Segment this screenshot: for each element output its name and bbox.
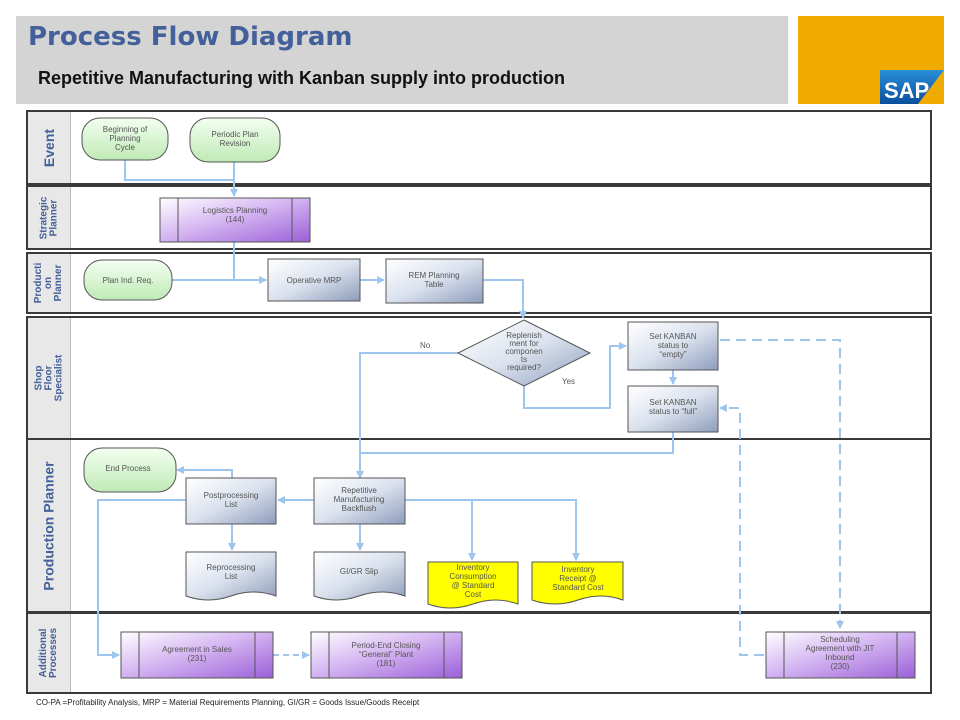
svg-text:Operative MRP: Operative MRP [287,276,342,285]
footnote: CO-PA =Profitability Analysis, MRP = Mat… [36,698,420,707]
label-yes: Yes [562,377,575,386]
subprocess-agreement-in-sales: Agreement in Sales(231) [120,631,274,679]
connector-backflush-to-receipt [405,499,580,561]
lane-event: Event [26,110,932,185]
connector-empty-to-scheduling [720,339,844,629]
page-subtitle: Repetitive Manufacturing with Kanban sup… [38,68,566,88]
connector-decision-no [356,352,458,479]
process-operative-mrp: Operative MRP [267,258,361,302]
svg-text:GI/GR Slip: GI/GR Slip [340,567,379,576]
subprocess-logistics-planning: Logistics Planning(144) [159,197,311,243]
svg-text:Logistics Planning(144): Logistics Planning(144) [203,206,267,224]
event-end-process: End Process [83,447,177,493]
lane-shop-floor: Shop Floor Specialist [26,316,932,440]
connector-beginning-to-logistics [124,160,234,181]
dashed-connectors [719,339,844,656]
sap-logo-panel: SAP [798,16,944,104]
sap-logo-text: SAP [884,78,929,103]
page-title: Process Flow Diagram [28,22,353,52]
connectors [97,160,677,659]
svg-text:Plan Ind. Req.: Plan Ind. Req. [103,276,154,285]
connector-full-to-backflush [360,432,674,454]
svg-text:Period-End Closing“General” Pl: Period-End Closing“General” Plant(181) [352,641,421,668]
document-gigr-slip: GI/GR Slip [313,551,406,601]
connector-decision-yes [523,342,627,409]
header-banner: Process Flow Diagram Repetitive Manufact… [16,16,788,104]
connector-postprocessing-to-end [176,466,233,478]
connector-rem-to-decision [483,279,527,319]
svg-text:End Process: End Process [105,464,150,473]
connector-logistics-to-mrp [233,242,267,284]
subprocess-period-end-closing: Period-End Closing“General” Plant(181) [310,631,463,679]
svg-text:Agreement in Sales(231): Agreement in Sales(231) [162,645,232,663]
connector-scheduling-to-full [719,404,764,656]
label-no: No [420,341,431,350]
connector-to-agreement-sales [97,499,186,659]
event-plan-ind-req: Plan Ind. Req. [83,259,173,301]
sap-logo: SAP [880,70,944,104]
